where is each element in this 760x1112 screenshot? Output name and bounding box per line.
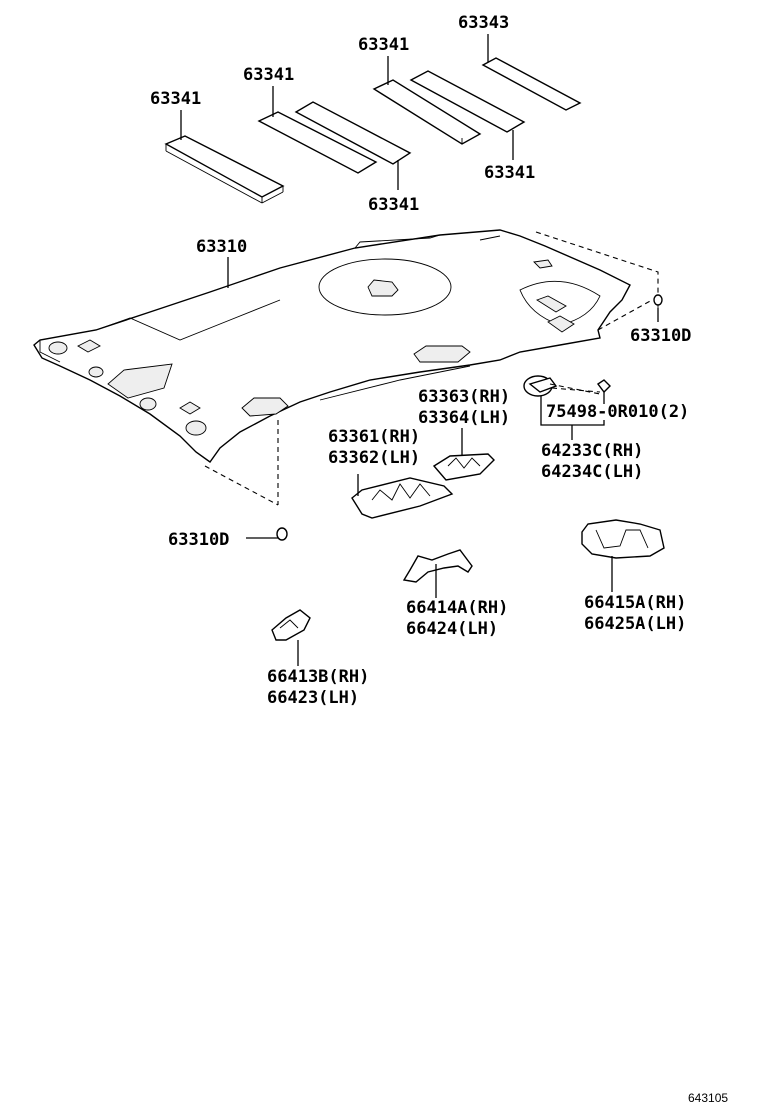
label-66414A: 66414A(RH) <box>406 598 508 618</box>
sound-pad-63341-top-pair <box>372 70 526 145</box>
label-63310D-right: 63310D <box>630 326 691 346</box>
bracket-66414A <box>402 549 473 598</box>
label-66424: 66424(LH) <box>406 619 498 639</box>
sound-pad-63341-mid-pair <box>257 101 412 174</box>
label-63341-b: 63341 <box>243 65 294 85</box>
bracket-66415A <box>581 519 665 592</box>
label-63310: 63310 <box>196 237 247 257</box>
label-66425A: 66425A(LH) <box>584 614 686 634</box>
pad-leader-lines <box>180 34 514 190</box>
visor-holder-64233C <box>523 375 611 440</box>
label-63361: 63361(RH) <box>328 427 420 447</box>
retainer-63361 <box>351 474 454 519</box>
label-63343: 63343 <box>458 13 509 33</box>
label-66415A: 66415A(RH) <box>584 593 686 613</box>
label-63341-e: 63341 <box>368 195 419 215</box>
label-63363: 63363(RH) <box>418 387 510 407</box>
label-66413B: 66413B(RH) <box>267 667 369 687</box>
bracket-66413B <box>271 609 311 666</box>
label-75498: 75498-0R010(2) <box>546 402 689 422</box>
label-63341-c: 63341 <box>150 89 201 109</box>
label-63341-a: 63341 <box>358 35 409 55</box>
label-66423: 66423(LH) <box>267 688 359 708</box>
sound-pad-63343 <box>481 57 582 111</box>
figure-code: 643105 <box>688 1091 728 1105</box>
headliner-leader-lines <box>204 231 659 506</box>
label-63362: 63362(LH) <box>328 448 420 468</box>
label-63364: 63364(LH) <box>418 408 510 428</box>
label-64234C: 64234C(LH) <box>541 462 643 482</box>
label-63310D-left: 63310D <box>168 530 229 550</box>
sound-pad-63341-left <box>164 135 285 204</box>
retainer-63363 <box>432 428 495 481</box>
label-63341-d: 63341 <box>484 163 535 183</box>
clip-63310D-right <box>653 294 663 310</box>
label-64233C: 64233C(RH) <box>541 441 643 461</box>
headliner-63310 <box>33 229 631 463</box>
clip-63310D-left <box>246 527 288 541</box>
